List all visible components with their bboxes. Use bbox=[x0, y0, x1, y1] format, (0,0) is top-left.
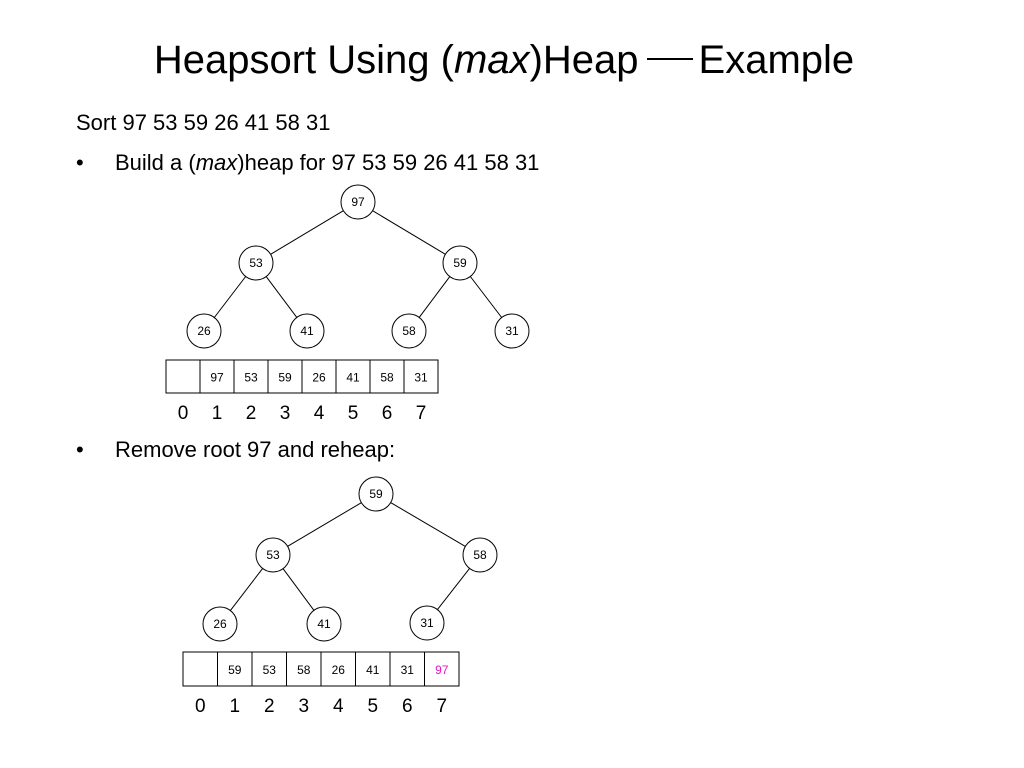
heap-1-index-5: 5 bbox=[348, 403, 359, 424]
heap-1-node-1 bbox=[340, 184, 376, 220]
heap-2-index-2: 2 bbox=[264, 696, 275, 717]
heap-2-node-4 bbox=[202, 606, 238, 642]
heap-1-node-3-label: 59 bbox=[453, 256, 467, 270]
heap-2-array-value-2: 53 bbox=[263, 663, 277, 677]
title-dash bbox=[646, 58, 693, 61]
heap-2-edge-0-2 bbox=[390, 502, 466, 547]
heap-2-array-cell-5 bbox=[355, 651, 391, 687]
bullet-1-prefix: Build a ( bbox=[115, 150, 196, 175]
heap-1-node-5 bbox=[289, 313, 325, 349]
heap-2-array-value-1: 59 bbox=[228, 663, 242, 677]
heap-1-edge-2-5 bbox=[418, 276, 451, 318]
bullet-1-text: Build a (max)heap for 97 53 59 26 41 58 … bbox=[115, 150, 539, 176]
heap-2-array-cell-1 bbox=[217, 651, 253, 687]
heap-1-array-cell-5 bbox=[335, 359, 371, 394]
heap-1-node-2-label: 53 bbox=[249, 256, 263, 270]
heap-2-array-value-6: 31 bbox=[401, 663, 415, 677]
heap-1-array-value-6: 58 bbox=[380, 371, 394, 385]
heap-1-index-3: 3 bbox=[280, 403, 291, 424]
heap-1-edge-1-4 bbox=[265, 276, 298, 318]
bullet-2-marker: • bbox=[76, 437, 84, 462]
heap-2-node-3-label: 58 bbox=[473, 548, 487, 562]
heap-2-index-1: 1 bbox=[229, 696, 240, 717]
bullet-1-marker: • bbox=[76, 150, 84, 175]
heap-1-edge-2-6 bbox=[469, 276, 503, 318]
heap-2-index-4: 4 bbox=[333, 696, 344, 717]
heap-1-index-7: 7 bbox=[416, 403, 427, 424]
heap-2-array-value-4: 26 bbox=[332, 663, 346, 677]
heap-2-node-1 bbox=[358, 476, 394, 512]
heap-2-array-cell-2 bbox=[251, 651, 287, 687]
heap-2-array-cell-7 bbox=[424, 651, 460, 687]
heap-2-edge-0-1 bbox=[287, 502, 362, 547]
heap-1-edge-0-2 bbox=[372, 210, 446, 255]
heap-2-edge-1-4 bbox=[282, 568, 315, 611]
heap-2-node-6 bbox=[409, 605, 445, 641]
heap-2-index-0: 0 bbox=[195, 696, 206, 717]
heap-2-array-value-5: 41 bbox=[366, 663, 380, 677]
heap-2-node-4-label: 26 bbox=[213, 617, 227, 631]
heap-2-edge-1-3 bbox=[229, 568, 264, 611]
heap-1-array-value-1: 97 bbox=[210, 371, 224, 385]
heap-1-index-6: 6 bbox=[382, 403, 393, 424]
heap-1-array-cell-4 bbox=[301, 359, 337, 394]
heap-1-array-cell-7 bbox=[403, 359, 439, 394]
heap-1-node-4-label: 26 bbox=[197, 324, 211, 338]
heap-2-node-5-label: 41 bbox=[317, 617, 331, 631]
heap-1-array-value-7: 31 bbox=[414, 371, 428, 385]
heap-2-array-cell-4 bbox=[320, 651, 356, 687]
heap-2-index-3: 3 bbox=[298, 696, 309, 717]
heap-2-array-cell-0 bbox=[182, 651, 218, 687]
heap-2-array-value-3: 58 bbox=[297, 663, 311, 677]
heap-1-array-value-2: 53 bbox=[244, 371, 258, 385]
bullet-2-text: Remove root 97 and reheap: bbox=[115, 437, 396, 462]
heap-1-node-1-label: 97 bbox=[351, 195, 365, 209]
heap-1-node-4 bbox=[186, 313, 222, 349]
heap-1-node-5-label: 41 bbox=[300, 324, 314, 338]
heap-2-node-5 bbox=[306, 606, 342, 642]
title-suffix: )Heap bbox=[529, 38, 639, 82]
heap-1-array-value-3: 59 bbox=[278, 371, 292, 385]
bullet-1-suffix: )heap for 97 53 59 26 41 58 31 bbox=[237, 150, 540, 175]
heap-2-node-2 bbox=[255, 537, 291, 573]
title-tail: Example bbox=[698, 38, 855, 82]
title-emph: max bbox=[453, 38, 530, 82]
slide-title: Heapsort Using (max)Heap Example bbox=[0, 38, 1008, 83]
heap-1-index-4: 4 bbox=[314, 403, 325, 424]
heap-2-index-5: 5 bbox=[367, 696, 378, 717]
heap-1-array-cell-6 bbox=[369, 359, 405, 394]
heap-1-node-7 bbox=[494, 313, 530, 349]
heap-1-index-2: 2 bbox=[246, 403, 257, 424]
heap-1-array-value-4: 26 bbox=[312, 371, 326, 385]
heap-2-index-7: 7 bbox=[436, 696, 447, 717]
heap-1-node-6 bbox=[391, 313, 427, 349]
heap-2-node-6-label: 31 bbox=[420, 616, 434, 630]
heap-2-index-6: 6 bbox=[402, 696, 413, 717]
heap-1-array-value-5: 41 bbox=[346, 371, 360, 385]
heap-1-index-0: 0 bbox=[178, 403, 189, 424]
heap-1-edge-1-3 bbox=[213, 276, 247, 318]
heap-2-node-1-label: 59 bbox=[369, 487, 383, 501]
title-prefix: Heapsort Using ( bbox=[153, 38, 454, 82]
heap-1-index-1: 1 bbox=[212, 403, 223, 424]
heap-1-array-cell-2 bbox=[233, 359, 269, 394]
heap-2-node-2-label: 53 bbox=[266, 548, 280, 562]
heap-1-node-3 bbox=[442, 245, 478, 281]
heap-1-array-cell-0 bbox=[165, 359, 201, 394]
sort-line: Sort 97 53 59 26 41 58 31 bbox=[76, 110, 331, 135]
heap-1-node-2 bbox=[238, 245, 274, 281]
bullet-1-emph: max bbox=[195, 150, 238, 175]
heap-1-node-7-label: 31 bbox=[505, 324, 519, 338]
heap-1-edge-0-1 bbox=[270, 210, 344, 255]
heap-2-edge-2-5 bbox=[437, 568, 470, 610]
heap-1-array-cell-1 bbox=[199, 359, 235, 394]
heap-2-array-value-7: 97 bbox=[435, 663, 449, 677]
heap-1-node-6-label: 58 bbox=[402, 324, 416, 338]
heap-2-node-3 bbox=[462, 537, 498, 573]
